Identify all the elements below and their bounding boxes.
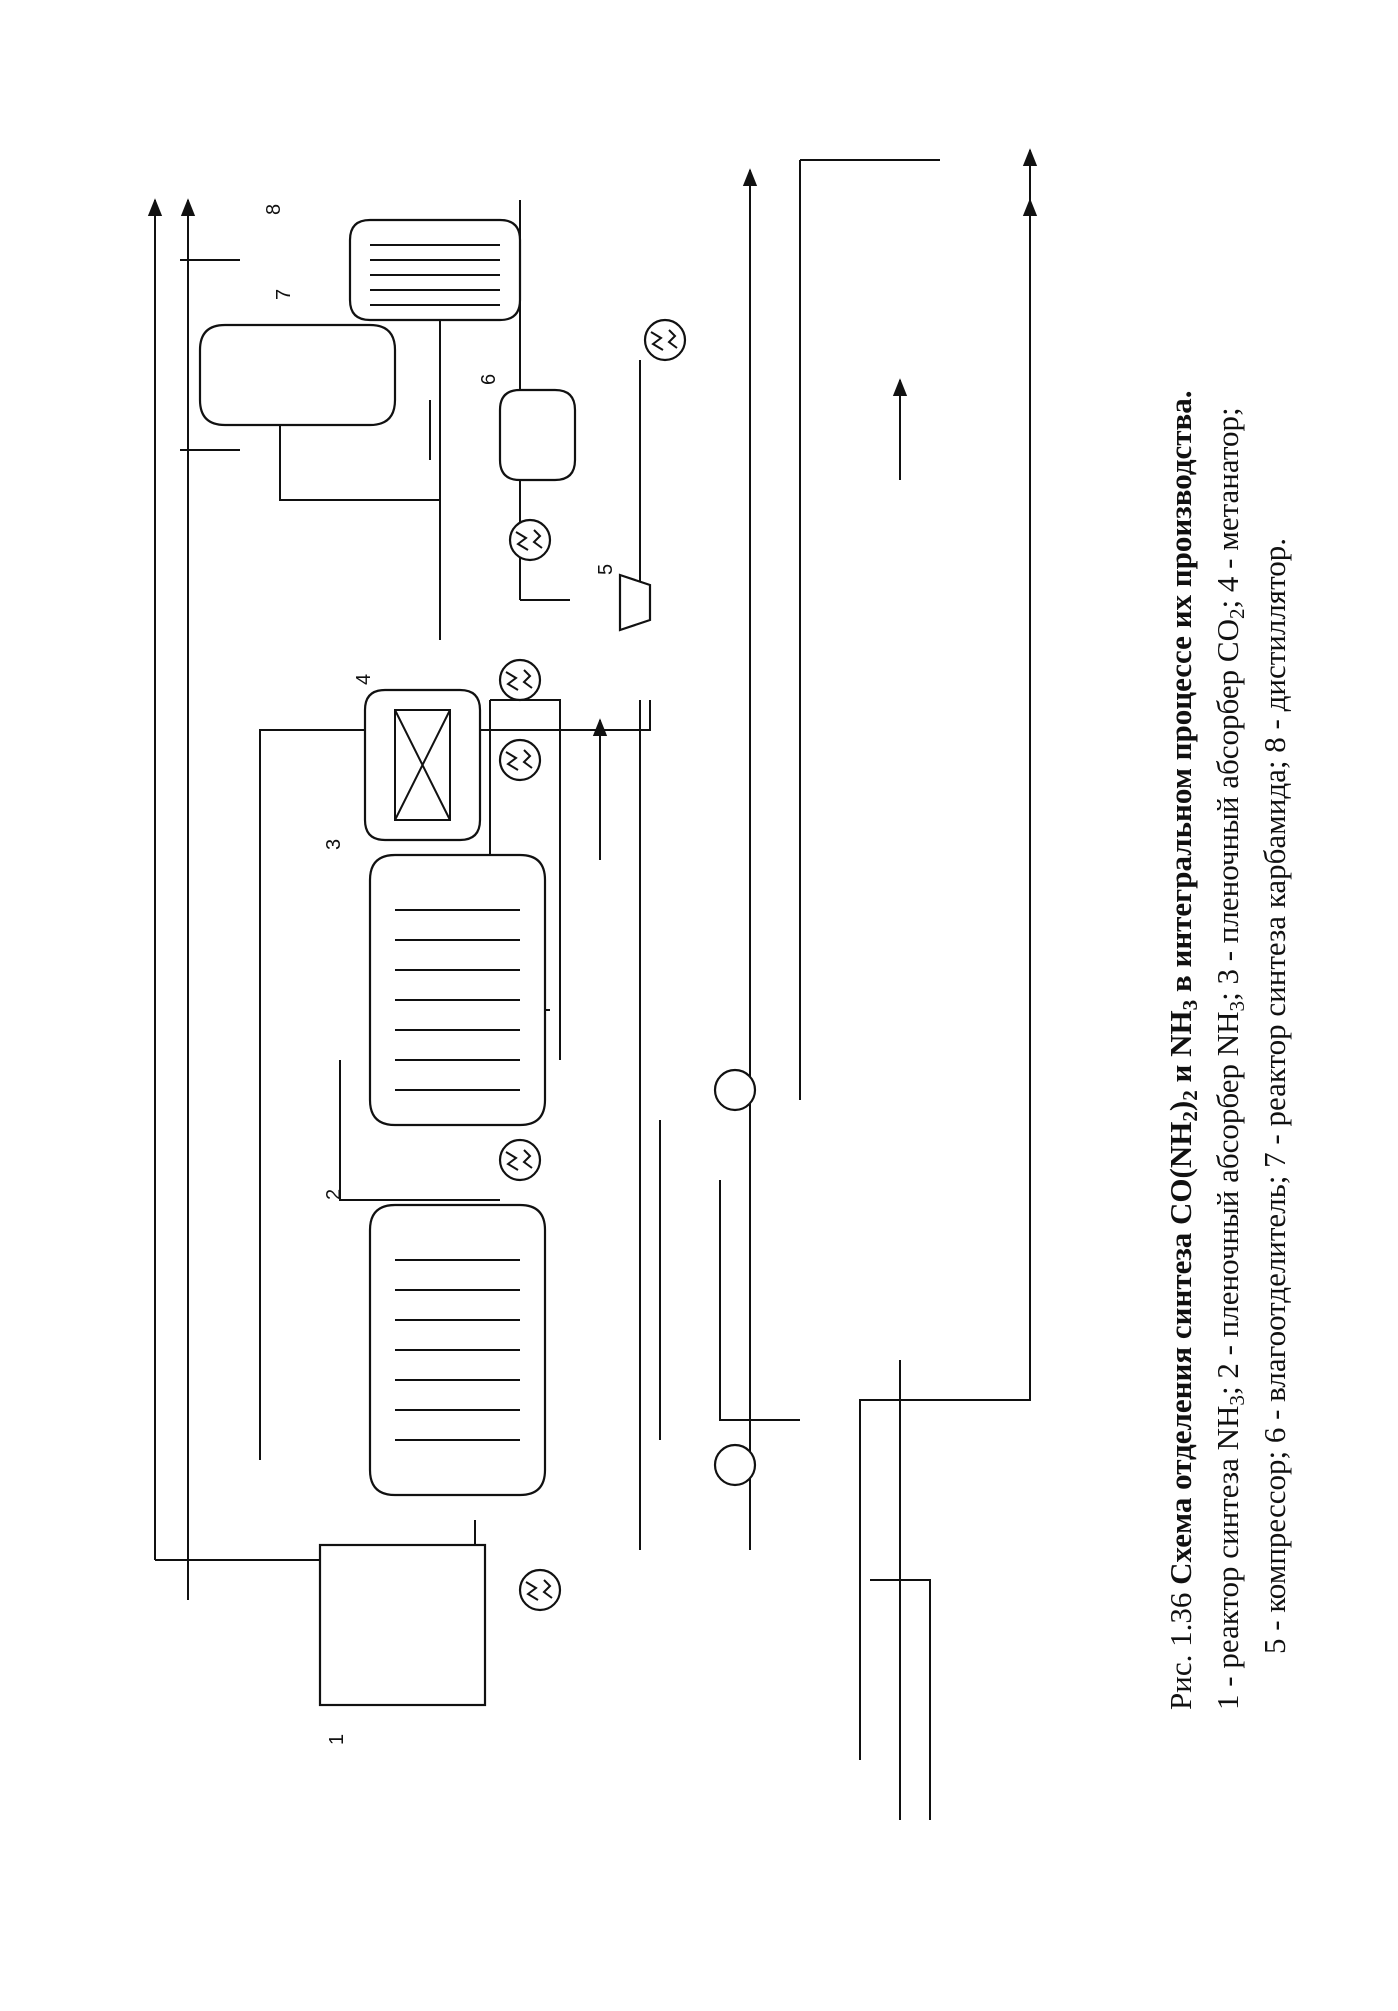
caption-sub: 3: [1225, 1395, 1249, 1406]
equipment-2-absorber: [368, 1203, 547, 1497]
caption-sub: 2: [1225, 608, 1249, 620]
pipe-feed-right: [859, 198, 1038, 1760]
label-equipment-6: 6: [478, 374, 500, 385]
caption-legend-run: ; 3 - пленочный абсорбер CO: [1210, 619, 1245, 1001]
label-equipment-5: 5: [595, 564, 617, 575]
heat-exchanger-icon: [498, 658, 542, 702]
caption-title-b: ): [1163, 1100, 1198, 1112]
caption-title-a: Схема отделения синтеза CO(NH: [1163, 1121, 1198, 1585]
label-equipment-7: 7: [273, 289, 295, 300]
heat-exchanger-icon: [498, 738, 542, 782]
caption-sub: 3: [1178, 999, 1202, 1011]
caption-title: Рис. 1.36 Схема отделения синтеза CO(NH2…: [1162, 110, 1209, 1710]
pump-icon: [713, 1443, 757, 1487]
label-equipment-3: 3: [323, 839, 345, 850]
caption-sub: 3: [1225, 1000, 1249, 1012]
heat-exchanger-icon: [498, 1138, 542, 1182]
heat-exchanger-icon: [518, 1568, 562, 1612]
caption-legend-run: 1 - реактор синтеза NH: [1210, 1405, 1245, 1710]
caption-legend-run: 5 - компрессор; 6 - влагоотделитель; 7 -…: [1257, 538, 1292, 1654]
caption-legend-line-1: 1 - реактор синтеза NH3; 2 - пленочный а…: [1209, 110, 1256, 1710]
equipment-4-methanator: [363, 688, 482, 842]
caption-legend-run: ; 4 - метанатор;: [1210, 407, 1245, 609]
equipment-7-carbamide-reactor: [198, 323, 397, 427]
equipment-3-absorber: [368, 853, 547, 1127]
pumps: [713, 1068, 757, 1487]
caption-sub: 2: [1178, 1111, 1202, 1122]
label-equipment-1: 1: [326, 1734, 348, 1745]
caption-sub: 2: [1178, 1090, 1202, 1101]
equipment-1-reactor: [318, 1543, 487, 1707]
caption-prefix: Рис. 1.36: [1163, 1592, 1198, 1710]
equipment-8-distiller: [348, 218, 522, 322]
caption-title-c: и NH: [1163, 1010, 1198, 1091]
pipe-3-left: [339, 1060, 500, 1201]
caption-legend-line-2: 5 - компрессор; 6 - влагоотделитель; 7 -…: [1256, 110, 1294, 1710]
label-equipment-2: 2: [323, 1189, 345, 1200]
pump-icon: [713, 1068, 757, 1112]
figure-caption: Рис. 1.36 Схема отделения синтеза CO(NH2…: [1162, 110, 1294, 1710]
equipment-labels: 1 2 3 4 5 6 7 8: [263, 204, 617, 1745]
label-equipment-8: 8: [263, 204, 285, 215]
caption-title-d: в интегральном процессе их производства.: [1163, 390, 1198, 1000]
pipe-3-right-2: [719, 1180, 800, 1421]
caption-legend-run: ; 2 - пленочный абсорбер NH: [1210, 1011, 1245, 1396]
heat-exchanger-icon: [643, 318, 687, 362]
label-equipment-4: 4: [353, 674, 375, 685]
equipment-5-compressor: [618, 573, 652, 632]
pipe-left-bottom-2: [870, 1579, 931, 1820]
heat-exchanger-icon: [508, 518, 552, 562]
equipment-6-separator: [498, 388, 577, 482]
